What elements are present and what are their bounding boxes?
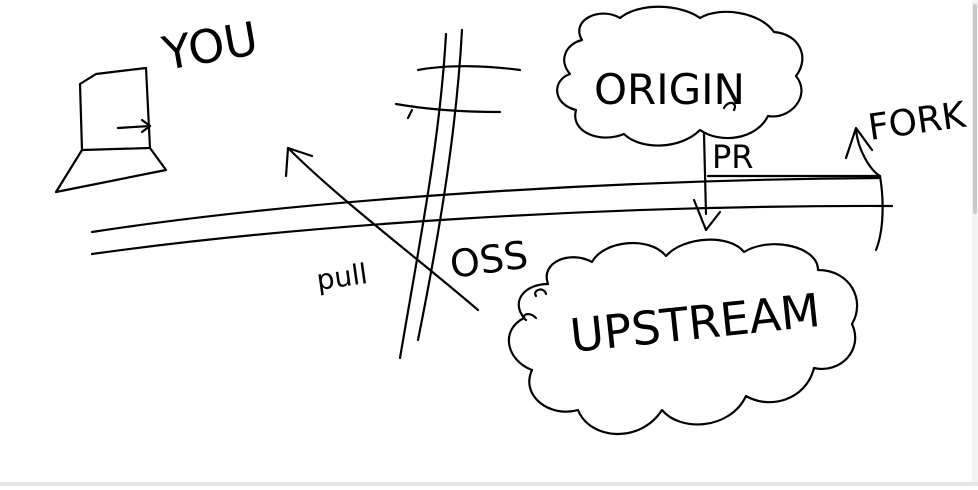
- label-pr: PR: [712, 138, 754, 176]
- pr-arrow: [692, 132, 722, 232]
- label-origin: ORIGIN: [594, 65, 745, 114]
- label-upstream: UPSTREAM: [568, 283, 823, 363]
- horizontal-scrollbar[interactable]: [0, 482, 978, 486]
- label-you: YOU: [158, 11, 262, 81]
- label-fork: FORK: [866, 95, 970, 149]
- origin-cloud-bump: [722, 101, 736, 112]
- pull-arrow: [284, 146, 480, 312]
- upstream-cloud-bump-2: [522, 312, 538, 322]
- upstream-cloud: [507, 238, 859, 436]
- label-oss: OSS: [447, 232, 531, 286]
- vertical-scrollbar-thumb[interactable]: [973, 4, 977, 214]
- network-line-top: [90, 176, 882, 234]
- hash-barrier: [394, 28, 522, 360]
- upstream-cloud-bump: [534, 288, 548, 298]
- vertical-scrollbar[interactable]: [972, 0, 978, 486]
- network-line-bottom: [90, 204, 894, 256]
- origin-cloud: [556, 5, 804, 147]
- laptop-icon: [54, 66, 168, 194]
- label-pull: pull: [314, 257, 369, 297]
- fork-arrow: [706, 126, 884, 252]
